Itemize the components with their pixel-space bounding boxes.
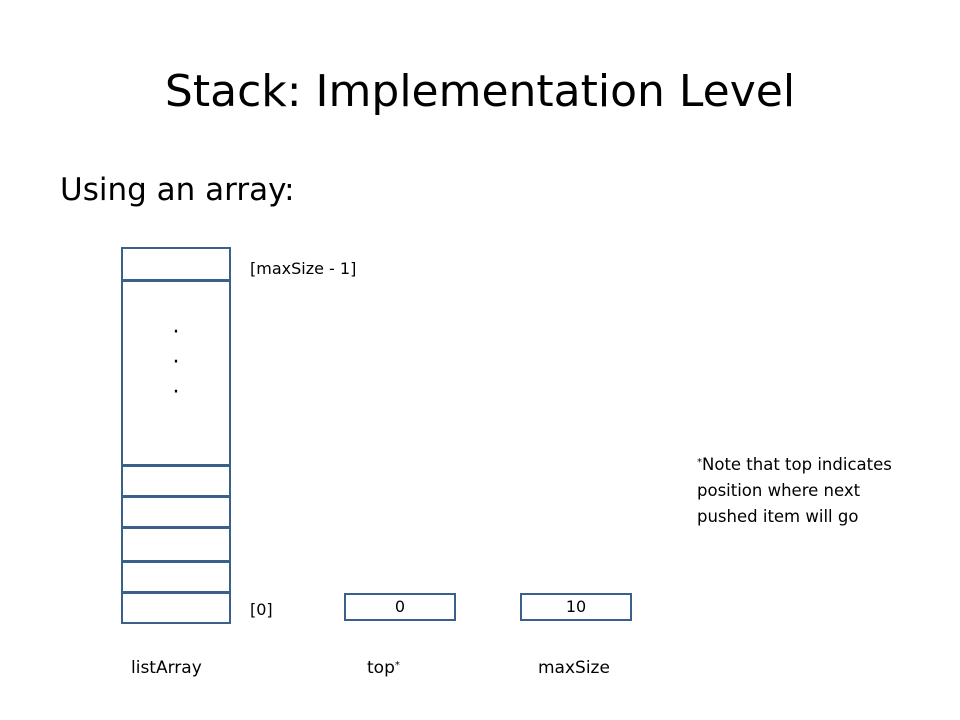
index-label-max: [maxSize - 1] xyxy=(250,259,357,278)
footnote-text: Note that top indicates position where n… xyxy=(697,455,892,526)
array-cell-middle xyxy=(121,280,231,466)
array-cell-top xyxy=(121,247,231,281)
top-label: top* xyxy=(367,658,400,678)
array-cell xyxy=(121,496,231,528)
slide-title: Stack: Implementation Level xyxy=(164,66,796,117)
ellipsis: · · · xyxy=(172,320,180,405)
footnote: *Note that top indicates position where … xyxy=(697,452,907,530)
top-value-box: 0 xyxy=(344,593,456,621)
slide-subtitle: Using an array: xyxy=(60,172,295,208)
footnote-marker: * xyxy=(697,457,702,468)
listarray-label: listArray xyxy=(131,658,202,678)
footnote-marker: * xyxy=(394,660,400,671)
array-cell-bottom xyxy=(121,592,231,624)
maxsize-label: maxSize xyxy=(538,658,610,678)
index-label-zero: [0] xyxy=(250,600,273,619)
maxsize-value-box: 10 xyxy=(520,593,632,621)
array-cell xyxy=(121,561,231,593)
array-cell xyxy=(121,527,231,562)
array-cell xyxy=(121,465,231,497)
